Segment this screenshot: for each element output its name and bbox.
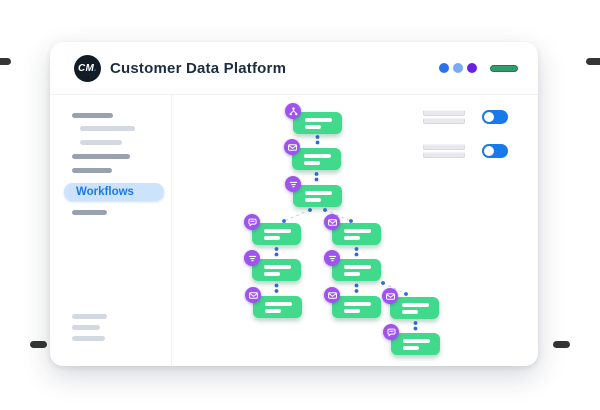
control-row-1 xyxy=(423,110,508,124)
control-row-2 xyxy=(423,144,508,158)
split-icon xyxy=(285,103,301,119)
node-text-placeholder xyxy=(264,229,291,233)
filter-icon xyxy=(324,250,340,266)
control-skeleton-bar xyxy=(423,152,465,158)
node-text-placeholder xyxy=(304,154,331,158)
node-text-placeholder xyxy=(264,236,280,240)
node-text-placeholder xyxy=(264,265,291,269)
node-text-placeholder xyxy=(305,198,321,202)
node-text-placeholder xyxy=(344,302,371,306)
sidebar-skeleton-bar xyxy=(80,140,122,145)
sidebar-skeleton-bar xyxy=(80,126,135,131)
sidebar-skeleton-bar xyxy=(72,210,107,215)
decor-dash-top-right xyxy=(586,58,600,65)
node-text-placeholder xyxy=(403,346,419,350)
node-text-placeholder xyxy=(265,302,292,306)
workflow-canvas xyxy=(50,42,538,366)
mail-icon xyxy=(245,287,261,303)
app-window: CM. Customer Data Platform Workflows xyxy=(50,42,538,366)
filter-icon xyxy=(244,250,260,266)
toggle-knob xyxy=(484,112,494,122)
decor-dash-bottom-left xyxy=(30,341,47,348)
filter-icon xyxy=(285,176,301,192)
node-text-placeholder xyxy=(265,309,281,313)
workflow-node-email-step-2[interactable] xyxy=(324,214,381,245)
window-dot-1 xyxy=(439,63,449,73)
control-skeleton-bar xyxy=(423,110,465,116)
mail-icon xyxy=(324,287,340,303)
node-text-placeholder xyxy=(402,303,429,307)
workflow-node-chat-step-1[interactable] xyxy=(244,214,301,245)
node-text-placeholder xyxy=(344,236,360,240)
sidebar-skeleton-bar xyxy=(72,314,107,319)
node-text-placeholder xyxy=(305,191,332,195)
mail-icon xyxy=(382,288,398,304)
node-text-placeholder xyxy=(344,272,360,276)
workflow-node-email-step-3[interactable] xyxy=(245,287,302,318)
window-controls xyxy=(439,63,518,73)
node-text-placeholder xyxy=(402,310,418,314)
workflow-node-filter-step-3[interactable] xyxy=(324,250,381,281)
sidebar-skeleton-bar xyxy=(72,168,112,173)
node-text-placeholder xyxy=(344,309,360,313)
node-text-placeholder xyxy=(344,229,371,233)
mail-icon xyxy=(324,214,340,230)
node-text-placeholder xyxy=(304,161,320,165)
window-pill xyxy=(490,64,518,72)
node-text-placeholder xyxy=(305,118,332,122)
sidebar-skeleton-bar xyxy=(72,336,105,341)
decor-dash-bottom-right xyxy=(553,341,570,348)
mail-icon xyxy=(284,139,300,155)
node-text-placeholder xyxy=(403,339,430,343)
window-dot-3 xyxy=(467,63,477,73)
workflow-node-chat-step-2[interactable] xyxy=(383,324,440,355)
control-label-placeholder xyxy=(423,110,465,124)
workflow-node-filter-step-2[interactable] xyxy=(244,250,301,281)
chat-icon xyxy=(383,324,399,340)
workflow-node-email-step-5[interactable] xyxy=(382,288,439,319)
control-skeleton-bar xyxy=(423,144,465,150)
app-header: CM. Customer Data Platform xyxy=(50,42,538,95)
sidebar-skeleton-bar xyxy=(72,113,113,118)
toggle-knob xyxy=(484,146,494,156)
control-label-placeholder xyxy=(423,144,465,158)
toggle-switch-2[interactable] xyxy=(482,144,508,158)
window-dot-2 xyxy=(453,63,463,73)
node-text-placeholder xyxy=(305,125,321,129)
sidebar-skeleton-bar xyxy=(72,154,130,159)
cm-logo: CM. xyxy=(74,54,101,82)
node-text-placeholder xyxy=(264,272,280,276)
workflow-node-filter-step-1[interactable] xyxy=(285,176,342,207)
cm-logo-text: CM xyxy=(78,62,94,74)
decor-dash-top-left xyxy=(0,58,11,65)
workflow-node-email-step-1[interactable] xyxy=(284,139,341,170)
chat-icon xyxy=(244,214,260,230)
cm-logo-dot: . xyxy=(93,62,97,74)
workflow-node-trigger-split[interactable] xyxy=(285,103,342,134)
sidebar-skeleton-bar xyxy=(72,325,100,330)
control-skeleton-bar xyxy=(423,118,465,124)
sidebar-item-workflows[interactable]: Workflows xyxy=(64,183,164,201)
workflow-node-email-step-4[interactable] xyxy=(324,287,381,318)
sidebar: Workflows xyxy=(50,95,172,366)
node-text-placeholder xyxy=(344,265,371,269)
page-title: Customer Data Platform xyxy=(110,59,287,77)
toggle-switch-1[interactable] xyxy=(482,110,508,124)
